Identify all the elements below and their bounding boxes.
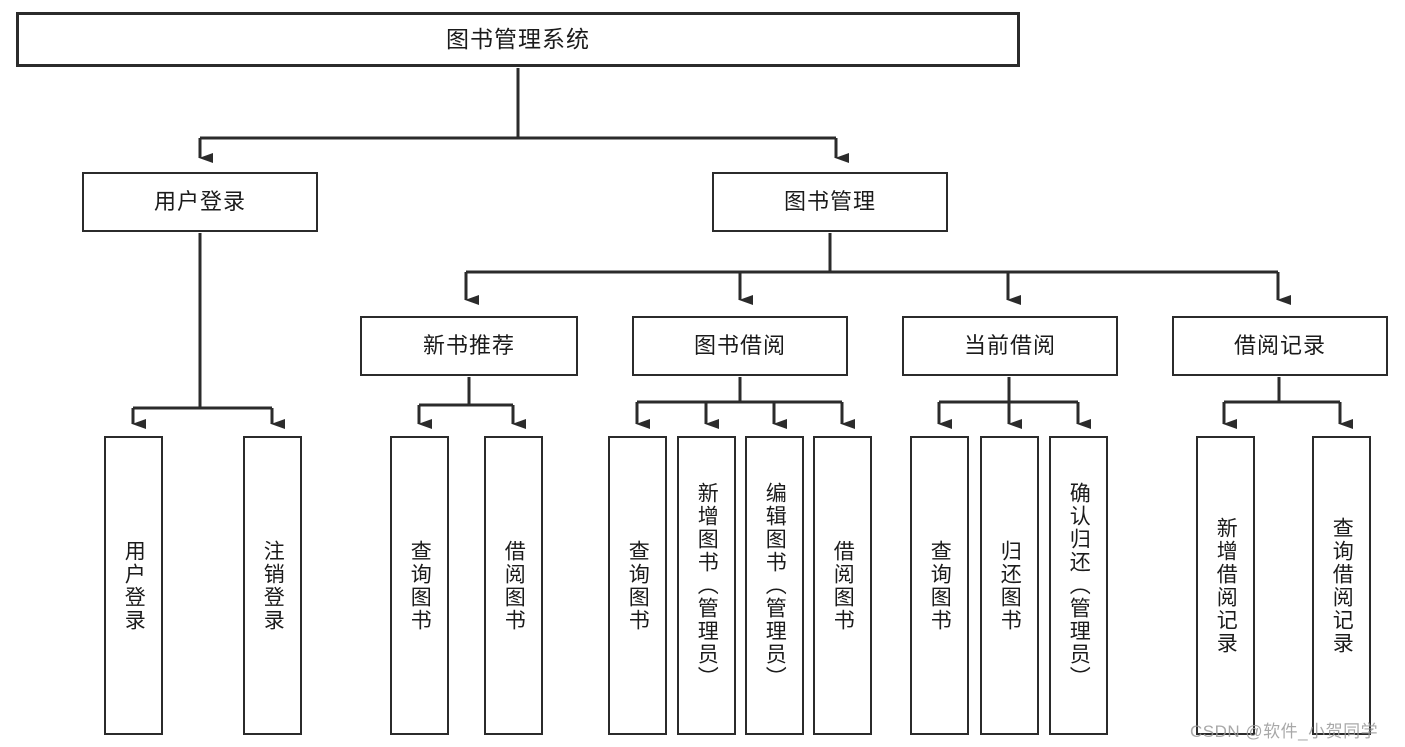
node-leaf-add-book[interactable]: 新增图书（管理员） bbox=[677, 436, 736, 735]
node-leaf-borrow-book-1[interactable]: 借阅图书 bbox=[484, 436, 543, 735]
node-leaf-query-book-1[interactable]: 查询图书 bbox=[390, 436, 449, 735]
node-leaf-query-book-1-label: 查询图书 bbox=[408, 539, 432, 632]
node-leaf-query-book-2[interactable]: 查询图书 bbox=[608, 436, 667, 735]
node-leaf-confirm-return-label: 确认归还（管理员） bbox=[1067, 482, 1091, 689]
node-new-book-rec[interactable]: 新书推荐 bbox=[360, 316, 578, 376]
node-root-label: 图书管理系统 bbox=[446, 26, 590, 53]
node-leaf-return-book-label: 归还图书 bbox=[998, 539, 1022, 632]
node-borrow-record[interactable]: 借阅记录 bbox=[1172, 316, 1388, 376]
node-borrow-record-label: 借阅记录 bbox=[1233, 333, 1326, 359]
node-leaf-add-record-label: 新增借阅记录 bbox=[1214, 516, 1238, 655]
node-leaf-add-record[interactable]: 新增借阅记录 bbox=[1196, 436, 1255, 735]
node-leaf-confirm-return[interactable]: 确认归还（管理员） bbox=[1049, 436, 1108, 735]
node-book-manage[interactable]: 图书管理 bbox=[712, 172, 948, 232]
node-leaf-query-record[interactable]: 查询借阅记录 bbox=[1312, 436, 1371, 735]
node-current-borrow[interactable]: 当前借阅 bbox=[902, 316, 1118, 376]
node-root[interactable]: 图书管理系统 bbox=[16, 12, 1020, 67]
node-book-manage-label: 图书管理 bbox=[783, 189, 876, 215]
node-leaf-user-logout[interactable]: 注销登录 bbox=[243, 436, 302, 735]
node-leaf-edit-book-label: 编辑图书（管理员） bbox=[763, 482, 787, 689]
node-user-login-label: 用户登录 bbox=[153, 189, 246, 215]
node-leaf-query-record-label: 查询借阅记录 bbox=[1330, 516, 1354, 655]
node-leaf-borrow-book-2[interactable]: 借阅图书 bbox=[813, 436, 872, 735]
node-book-borrow-label: 图书借阅 bbox=[693, 333, 786, 359]
node-leaf-edit-book[interactable]: 编辑图书（管理员） bbox=[745, 436, 804, 735]
node-leaf-borrow-book-1-label: 借阅图书 bbox=[502, 539, 526, 632]
node-book-borrow[interactable]: 图书借阅 bbox=[632, 316, 848, 376]
node-leaf-return-book[interactable]: 归还图书 bbox=[980, 436, 1039, 735]
node-leaf-add-book-label: 新增图书（管理员） bbox=[695, 482, 719, 689]
node-new-book-rec-label: 新书推荐 bbox=[422, 333, 515, 359]
node-leaf-user-logout-label: 注销登录 bbox=[261, 539, 285, 632]
node-leaf-query-book-2-label: 查询图书 bbox=[626, 539, 650, 632]
node-current-borrow-label: 当前借阅 bbox=[963, 333, 1056, 359]
csdn-watermark: CSDN @软件_小贺同学 bbox=[1190, 722, 1379, 741]
node-leaf-user-login[interactable]: 用户登录 bbox=[104, 436, 163, 735]
node-user-login[interactable]: 用户登录 bbox=[82, 172, 318, 232]
node-leaf-borrow-book-2-label: 借阅图书 bbox=[831, 539, 855, 632]
node-leaf-user-login-label: 用户登录 bbox=[122, 539, 146, 632]
node-leaf-query-book-3-label: 查询图书 bbox=[928, 539, 952, 632]
node-leaf-query-book-3[interactable]: 查询图书 bbox=[910, 436, 969, 735]
